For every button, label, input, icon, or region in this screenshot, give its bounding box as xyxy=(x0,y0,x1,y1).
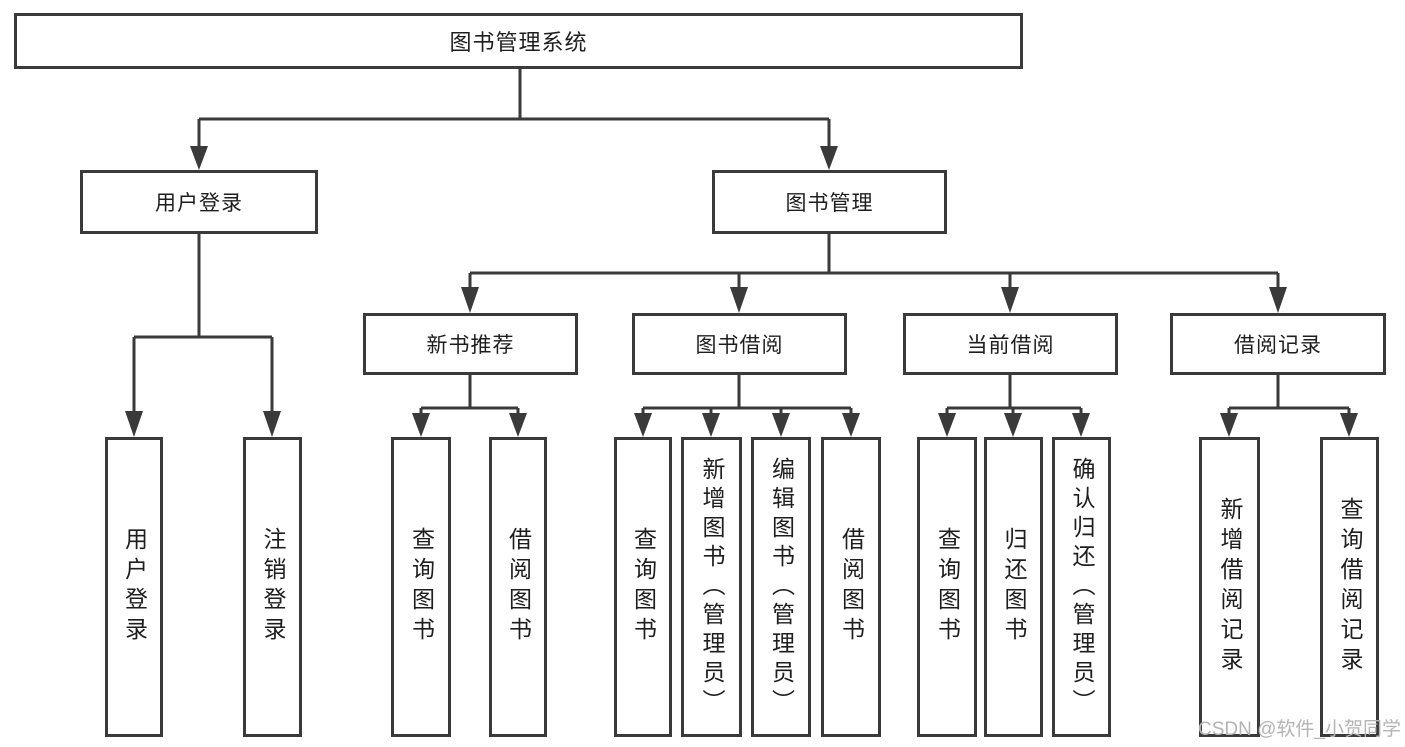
node-login-logout-label: 注销登录 xyxy=(260,527,286,647)
node-cur-return-books-label: 归还图书 xyxy=(1001,527,1027,647)
arrowhead-rec-leaf-1 xyxy=(412,413,430,437)
connector-login-to-leaves xyxy=(132,233,274,416)
node-recrd-query-borrow-record-label: 查询借阅记录 xyxy=(1337,497,1363,677)
arrowhead-cur-leaf-3 xyxy=(1072,413,1090,437)
connector-mgmt-to-level3 xyxy=(468,234,1280,292)
node-new-book-recommendation-label: 新书推荐 xyxy=(426,334,515,357)
arrowhead-cur-leaf-2 xyxy=(1004,413,1022,437)
arrowhead-bor-leaf-1 xyxy=(634,413,652,437)
node-recrd-add-borrow-record-label: 新增借阅记录 xyxy=(1217,497,1243,677)
arrowhead-recrd-leaf-2 xyxy=(1340,413,1358,437)
arrowhead-bor-leaf-2 xyxy=(702,413,720,437)
node-user-login: 用户登录 xyxy=(80,170,318,234)
node-bor-borrow-books: 借阅图书 xyxy=(821,437,881,737)
arrowhead-login-leaf-1 xyxy=(125,411,143,437)
node-rec-query-books-label: 查询图书 xyxy=(408,527,435,647)
arrowhead-book-borrowing xyxy=(730,287,748,313)
connector-recommend-to-leaves xyxy=(419,375,520,416)
node-rec-query-books: 查询图书 xyxy=(391,437,451,737)
node-book-management: 图书管理 xyxy=(712,170,947,234)
node-bor-add-books-admin: 新增图书（管理员） xyxy=(681,437,742,737)
connector-root-to-level2 xyxy=(197,69,831,150)
node-current-borrowing: 当前借阅 xyxy=(903,313,1118,375)
node-cur-return-books: 归还图书 xyxy=(984,437,1043,737)
arrowhead-new-book-recommend xyxy=(461,287,479,313)
arrowhead-borrowing-records xyxy=(1269,287,1287,313)
arrowhead-book-management xyxy=(820,146,838,170)
arrowhead-bor-leaf-3 xyxy=(772,413,790,437)
node-cur-confirm-return-admin: 确认归还（管理员） xyxy=(1052,437,1111,737)
watermark-text: CSDN @软件_小贺同学 xyxy=(1198,719,1401,740)
node-login-user-login: 用户登录 xyxy=(105,437,163,737)
node-library-system-label: 图书管理系统 xyxy=(449,30,588,55)
arrowhead-rec-leaf-2 xyxy=(509,413,527,437)
node-current-borrowing-label: 当前借阅 xyxy=(966,334,1055,357)
node-recrd-query-borrow-record: 查询借阅记录 xyxy=(1320,437,1379,737)
node-rec-borrow-books-label: 借阅图书 xyxy=(505,527,532,647)
arrowhead-recrd-leaf-1 xyxy=(1220,413,1238,437)
arrowhead-user-login xyxy=(190,146,208,170)
node-new-book-recommendation: 新书推荐 xyxy=(363,313,578,375)
node-bor-query-books: 查询图书 xyxy=(614,437,672,737)
node-login-user-login-label: 用户登录 xyxy=(121,527,148,647)
node-bor-edit-books-admin-label: 编辑图书（管理员） xyxy=(768,456,795,718)
node-recrd-add-borrow-record: 新增借阅记录 xyxy=(1199,437,1260,737)
node-book-borrowing: 图书借阅 xyxy=(632,313,847,375)
arrowhead-bor-leaf-4 xyxy=(842,413,860,437)
arrowhead-current-borrowing xyxy=(1001,287,1019,313)
node-borrowing-records-label: 借阅记录 xyxy=(1234,334,1322,357)
node-cur-query-books: 查询图书 xyxy=(917,437,977,737)
arrowhead-cur-leaf-1 xyxy=(938,413,956,437)
connector-records-to-leaves xyxy=(1227,375,1351,416)
connector-borrowing-to-leaves xyxy=(641,375,853,416)
node-borrowing-records: 借阅记录 xyxy=(1170,313,1386,375)
node-cur-query-books-label: 查询图书 xyxy=(934,527,961,647)
node-cur-confirm-return-admin-label: 确认归还（管理员） xyxy=(1069,456,1095,718)
node-book-management-label: 图书管理 xyxy=(785,192,874,215)
connector-current-to-leaves xyxy=(945,375,1083,416)
node-book-borrowing-label: 图书借阅 xyxy=(695,334,784,357)
node-rec-borrow-books: 借阅图书 xyxy=(489,437,547,737)
node-library-system: 图书管理系统 xyxy=(14,13,1023,69)
node-bor-borrow-books-label: 借阅图书 xyxy=(838,527,865,647)
node-bor-edit-books-admin: 编辑图书（管理员） xyxy=(751,437,811,737)
node-bor-add-books-admin-label: 新增图书（管理员） xyxy=(699,456,725,718)
node-user-login-label: 用户登录 xyxy=(155,192,243,215)
arrowhead-login-leaf-2 xyxy=(263,411,281,437)
node-bor-query-books-label: 查询图书 xyxy=(630,527,657,647)
node-login-logout: 注销登录 xyxy=(243,437,302,737)
